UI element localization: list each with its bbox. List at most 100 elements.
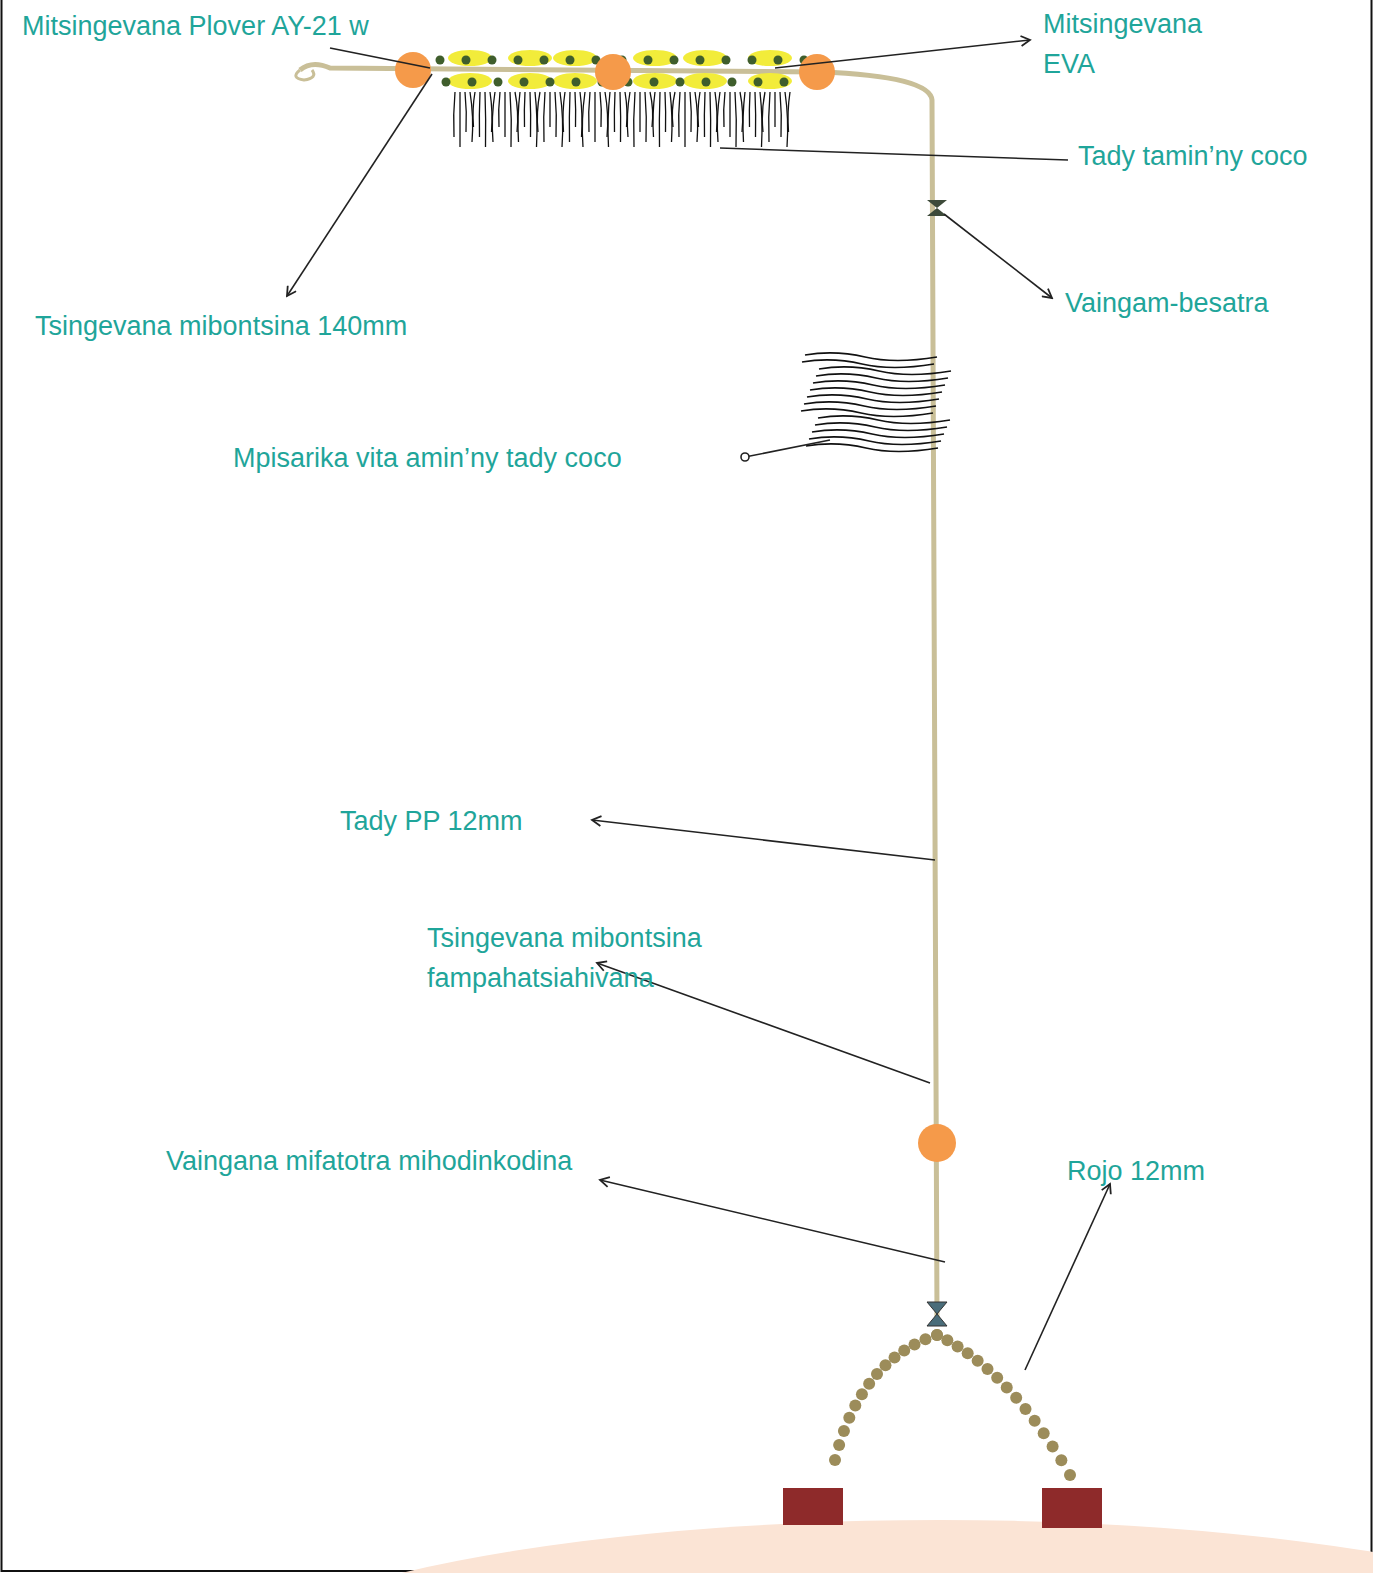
fringe-strand xyxy=(479,92,481,137)
chain xyxy=(829,1329,1076,1481)
anchor-block xyxy=(1042,1488,1102,1528)
fringe-strand xyxy=(504,92,505,137)
float xyxy=(595,54,631,90)
fringe-strand xyxy=(754,92,756,137)
fringe-strand xyxy=(574,92,576,127)
chain-link xyxy=(1029,1415,1041,1427)
chain-link xyxy=(952,1340,964,1352)
chain-link xyxy=(1019,1403,1031,1415)
fringe-strand xyxy=(619,92,621,142)
fringe-strand xyxy=(698,92,700,127)
float-dot xyxy=(728,78,737,87)
chain-link xyxy=(898,1345,910,1357)
fringe-strand xyxy=(717,92,720,142)
float-dot xyxy=(670,56,679,65)
part-label: Vaingana mifatotra mihodinkodina xyxy=(166,1141,666,1181)
part-label: Rojo 12mm xyxy=(1067,1151,1267,1191)
chain-link xyxy=(849,1400,861,1412)
swivel xyxy=(927,1302,947,1326)
float-dot xyxy=(436,56,445,65)
float-dot xyxy=(650,78,659,87)
float-dot xyxy=(702,78,711,87)
chain-link xyxy=(843,1412,855,1424)
fringe-strand xyxy=(518,92,520,142)
fringe-strand xyxy=(614,92,616,132)
fringe-strand xyxy=(484,92,486,147)
fringe-strand xyxy=(769,92,770,142)
fringe-strand xyxy=(499,92,500,127)
fringe-strand xyxy=(650,92,653,127)
fringe-strand xyxy=(634,92,635,147)
seabed xyxy=(180,1520,1373,1573)
float-dot xyxy=(494,78,503,87)
float-ellipse xyxy=(748,73,792,89)
eva-floats xyxy=(436,50,815,89)
fringe-strand xyxy=(459,92,460,147)
fringe-strand xyxy=(735,92,736,147)
part-label: Tady tamin’ny coco xyxy=(1078,136,1308,176)
fringe-strand xyxy=(695,92,698,142)
float-dot xyxy=(774,56,783,65)
fringe-strand xyxy=(639,92,640,132)
fringe-strand xyxy=(470,92,473,142)
float-dot xyxy=(488,56,497,65)
float-ellipse xyxy=(508,50,552,66)
fringe-strand xyxy=(729,92,730,137)
chain-link xyxy=(1047,1440,1059,1452)
fringe-strand xyxy=(537,92,540,132)
float-dot xyxy=(572,78,581,87)
float-ellipse xyxy=(508,73,552,89)
chain-link xyxy=(981,1363,993,1375)
fringe-strand xyxy=(788,92,790,132)
fringe-strand xyxy=(645,92,646,142)
chain-link xyxy=(879,1359,891,1371)
part-label: Tady PP 12mm xyxy=(340,801,580,841)
part-label: Mitsingevana Plover AY-21 w xyxy=(22,6,462,46)
fringe-strand xyxy=(589,92,590,132)
float-ellipse xyxy=(633,73,677,89)
chain-link xyxy=(972,1355,984,1367)
chain-link xyxy=(962,1347,974,1359)
chain-link xyxy=(856,1388,868,1400)
fringe-strand xyxy=(690,92,691,132)
fringe-strand xyxy=(709,92,711,147)
float-dot xyxy=(566,56,575,65)
chain-link xyxy=(1055,1454,1067,1466)
float-dot xyxy=(748,56,757,65)
float-ellipse xyxy=(748,50,792,66)
fringe-strand xyxy=(524,92,526,127)
fringe-strand xyxy=(762,92,765,132)
float-dot xyxy=(754,78,763,87)
chain-link xyxy=(1010,1392,1022,1404)
part-label: Mpisarika vita amin’ny tady coco xyxy=(233,438,723,478)
chain-link xyxy=(871,1368,883,1380)
float-ellipse xyxy=(553,73,597,89)
coco-strand xyxy=(802,360,934,368)
fringe-strand xyxy=(560,92,563,147)
float xyxy=(799,54,835,90)
fringe-strand xyxy=(653,92,655,137)
float-dot xyxy=(540,56,549,65)
float-ellipse xyxy=(448,50,492,66)
fringe-strand xyxy=(627,92,630,137)
fringe-strand xyxy=(555,92,556,137)
chain-link xyxy=(931,1329,943,1341)
fringe-strand xyxy=(684,92,685,147)
fringe-strand xyxy=(749,92,751,127)
heavy-swivel xyxy=(927,200,947,216)
fringe-strand xyxy=(743,92,745,142)
chain-link xyxy=(838,1425,850,1437)
fringe-strand xyxy=(529,92,531,137)
fringe-strand xyxy=(600,92,601,127)
float-ellipse xyxy=(683,73,727,89)
fringe-strand xyxy=(704,92,706,137)
fringe-strand xyxy=(563,92,565,132)
float-dot xyxy=(462,56,471,65)
float-dot xyxy=(780,78,789,87)
chain-link xyxy=(931,1329,943,1341)
float-dot xyxy=(520,78,529,87)
fringe-strand xyxy=(740,92,743,132)
chain-link xyxy=(863,1378,875,1390)
float-dot xyxy=(514,56,523,65)
float-ellipse xyxy=(683,50,727,66)
